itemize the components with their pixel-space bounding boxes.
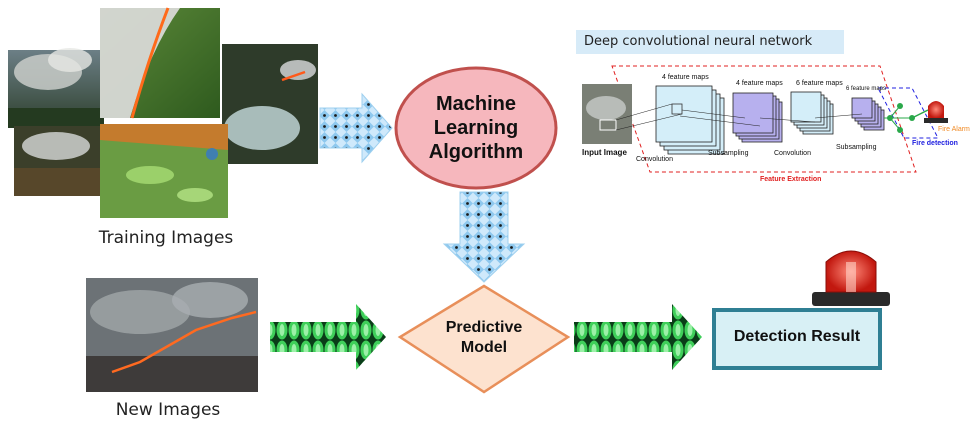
cnn-fm2-label: 4 feature maps	[736, 80, 783, 87]
cnn-layer-1-maps	[655, 85, 725, 155]
fire-detection-label: Fire detection	[912, 140, 958, 147]
training-to-ml-arrow	[319, 92, 393, 164]
feature-extraction-region	[611, 65, 917, 173]
new-images-to-model-arrow	[270, 304, 386, 370]
cnn-fm4-label: 6 feature maps	[846, 86, 887, 92]
detection-result-label: Detection Result	[733, 328, 861, 345]
cnn-op4-label: Subsampling	[836, 144, 877, 151]
ml-algorithm-label: Machine Learning Algorithm	[396, 92, 556, 164]
training-photo-5	[100, 124, 228, 218]
ml-label-line-1: Machine	[435, 93, 517, 115]
fire-alarm-label: Fire Alarm	[938, 126, 970, 133]
cnn-input-label: Input Image	[582, 148, 627, 157]
training-photo-3	[222, 44, 318, 164]
ml-label-line-2: Learning	[433, 117, 519, 139]
cnn-title-bg	[576, 30, 844, 54]
ml-to-model-arrow	[442, 191, 526, 283]
cnn-layer-3-maps	[790, 91, 834, 135]
cnn-alarm-icon	[924, 101, 948, 123]
cnn-layer-4-maps	[851, 97, 885, 131]
cnn-op3-label: Convolution	[774, 150, 811, 157]
cnn-op2-label: Subsampling	[708, 150, 749, 157]
pm-label-line-2: Model	[460, 339, 508, 356]
cnn-fm1-label: 4 feature maps	[662, 74, 709, 81]
cnn-op1-label: Convolution	[636, 156, 673, 163]
ml-algorithm-node	[394, 66, 558, 190]
model-to-result-arrow	[574, 304, 702, 370]
predictive-model-node	[397, 284, 571, 394]
cnn-input-image	[582, 84, 632, 144]
cnn-connections	[615, 103, 863, 131]
cnn-classifier	[884, 103, 929, 133]
siren-icon	[812, 250, 890, 306]
training-photo-4	[14, 126, 102, 196]
training-images-caption: Training Images	[98, 228, 234, 248]
cnn-fm3-label: 6 feature maps	[796, 80, 843, 87]
training-photo-1	[8, 48, 104, 128]
cnn-title: Deep convolutional neural network	[584, 34, 813, 49]
new-image-photo	[86, 278, 258, 392]
training-photo-2	[100, 7, 220, 119]
fire-detection-region	[877, 87, 939, 139]
new-images-caption: New Images	[115, 400, 221, 420]
feature-extraction-label: Feature Extraction	[760, 176, 822, 183]
pm-label-line-1: Predictive	[445, 319, 523, 336]
predictive-model-label: Predictive Model	[424, 318, 544, 358]
ml-label-line-3: Algorithm	[428, 141, 524, 163]
detection-result-box	[712, 308, 882, 370]
